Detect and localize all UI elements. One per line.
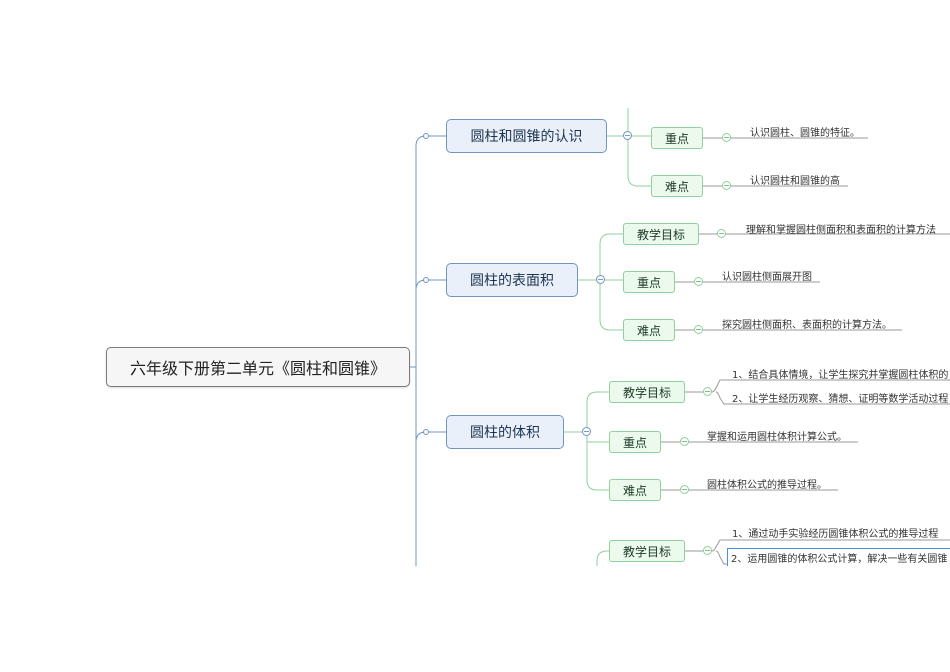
collapse-toggle-topic-2[interactable]: − — [596, 275, 605, 284]
note-t2-key-point[interactable]: 认识圆柱侧面展开图 — [722, 272, 812, 283]
collapse-toggle-t4-1[interactable]: − — [703, 546, 712, 555]
leaf-line-t4-1 — [685, 539, 950, 565]
note-t4-goal-1[interactable]: 1、通过动手实验经历圆锥体积公式的推导过程 — [732, 529, 939, 540]
bottom-blank-area — [0, 566, 950, 672]
subtopic-t3-key-point[interactable]: 重点 — [609, 431, 661, 453]
collapse-toggle-t3-3[interactable]: − — [680, 485, 689, 494]
leaf-line-t3-1 — [685, 379, 950, 405]
connector-dot-2 — [423, 277, 429, 283]
note-t3-goal-2[interactable]: 2、让学生经历观察、猜想、证明等数学活动过程 — [732, 394, 949, 405]
topic-cylinder-volume[interactable]: 圆柱的体积 — [446, 415, 564, 449]
collapse-toggle-topic-3[interactable]: − — [582, 427, 591, 436]
subtopic-t1-difficulty[interactable]: 难点 — [651, 175, 703, 197]
note-t2-difficulty[interactable]: 探究圆柱侧面积、表面积的计算方法。 — [722, 320, 892, 331]
note-t3-goal-1[interactable]: 1、结合具体情境，让学生探究并掌握圆柱体积的 — [732, 370, 949, 381]
collapse-toggle-t2-2[interactable]: − — [694, 277, 703, 286]
note-t3-difficulty[interactable]: 圆柱体积公式的推导过程。 — [707, 480, 827, 491]
note-t2-teaching-goal[interactable]: 理解和掌握圆柱侧面积和表面积的计算方法 — [746, 225, 936, 236]
collapse-toggle-t2-1[interactable]: − — [717, 229, 726, 238]
note-t3-key-point[interactable]: 掌握和运用圆柱体积计算公式。 — [707, 432, 847, 443]
topic-cylinder-surface-area[interactable]: 圆柱的表面积 — [446, 263, 578, 297]
connector-main-3 — [415, 431, 446, 443]
subtopic-t4-teaching-goal[interactable]: 教学目标 — [609, 540, 685, 562]
note-t4-goal-2-selected[interactable]: 2、运用圆锥的体积公式计算，解决一些有关圆锥 — [727, 548, 950, 567]
subtopic-t2-key-point[interactable]: 重点 — [623, 271, 675, 293]
collapse-toggle-t3-2[interactable]: − — [680, 437, 689, 446]
subtopic-t2-teaching-goal[interactable]: 教学目标 — [623, 223, 699, 245]
connector-t2 — [578, 233, 623, 331]
root-topic[interactable]: 六年级下册第二单元《圆柱和圆锥》 — [106, 347, 410, 387]
connector-t3 — [564, 391, 609, 491]
note-t1-key-point[interactable]: 认识圆柱、圆锥的特征。 — [750, 128, 860, 139]
connector-dot-1 — [423, 133, 429, 139]
connector-trunk — [415, 135, 427, 566]
subtopic-t2-difficulty[interactable]: 难点 — [623, 319, 675, 341]
collapse-toggle-topic-1[interactable]: − — [623, 131, 632, 140]
collapse-toggle-t1-2[interactable]: − — [722, 181, 731, 190]
subtopic-t3-teaching-goal[interactable]: 教学目标 — [609, 381, 685, 403]
topic-cylinder-cone-recognition[interactable]: 圆柱和圆锥的认识 — [446, 119, 607, 153]
connector-dot-3 — [423, 429, 429, 435]
note-t1-difficulty[interactable]: 认识圆柱和圆锥的高 — [750, 176, 840, 187]
connector-t4 — [596, 550, 609, 566]
collapse-toggle-t3-1[interactable]: − — [703, 387, 712, 396]
subtopic-t3-difficulty[interactable]: 难点 — [609, 479, 661, 501]
connector-t1-stub — [627, 108, 651, 187]
collapse-toggle-t1-1[interactable]: − — [722, 133, 731, 142]
collapse-toggle-t2-3[interactable]: − — [694, 325, 703, 334]
connector-main-2 — [415, 279, 446, 291]
subtopic-t1-key-point[interactable]: 重点 — [651, 127, 703, 149]
